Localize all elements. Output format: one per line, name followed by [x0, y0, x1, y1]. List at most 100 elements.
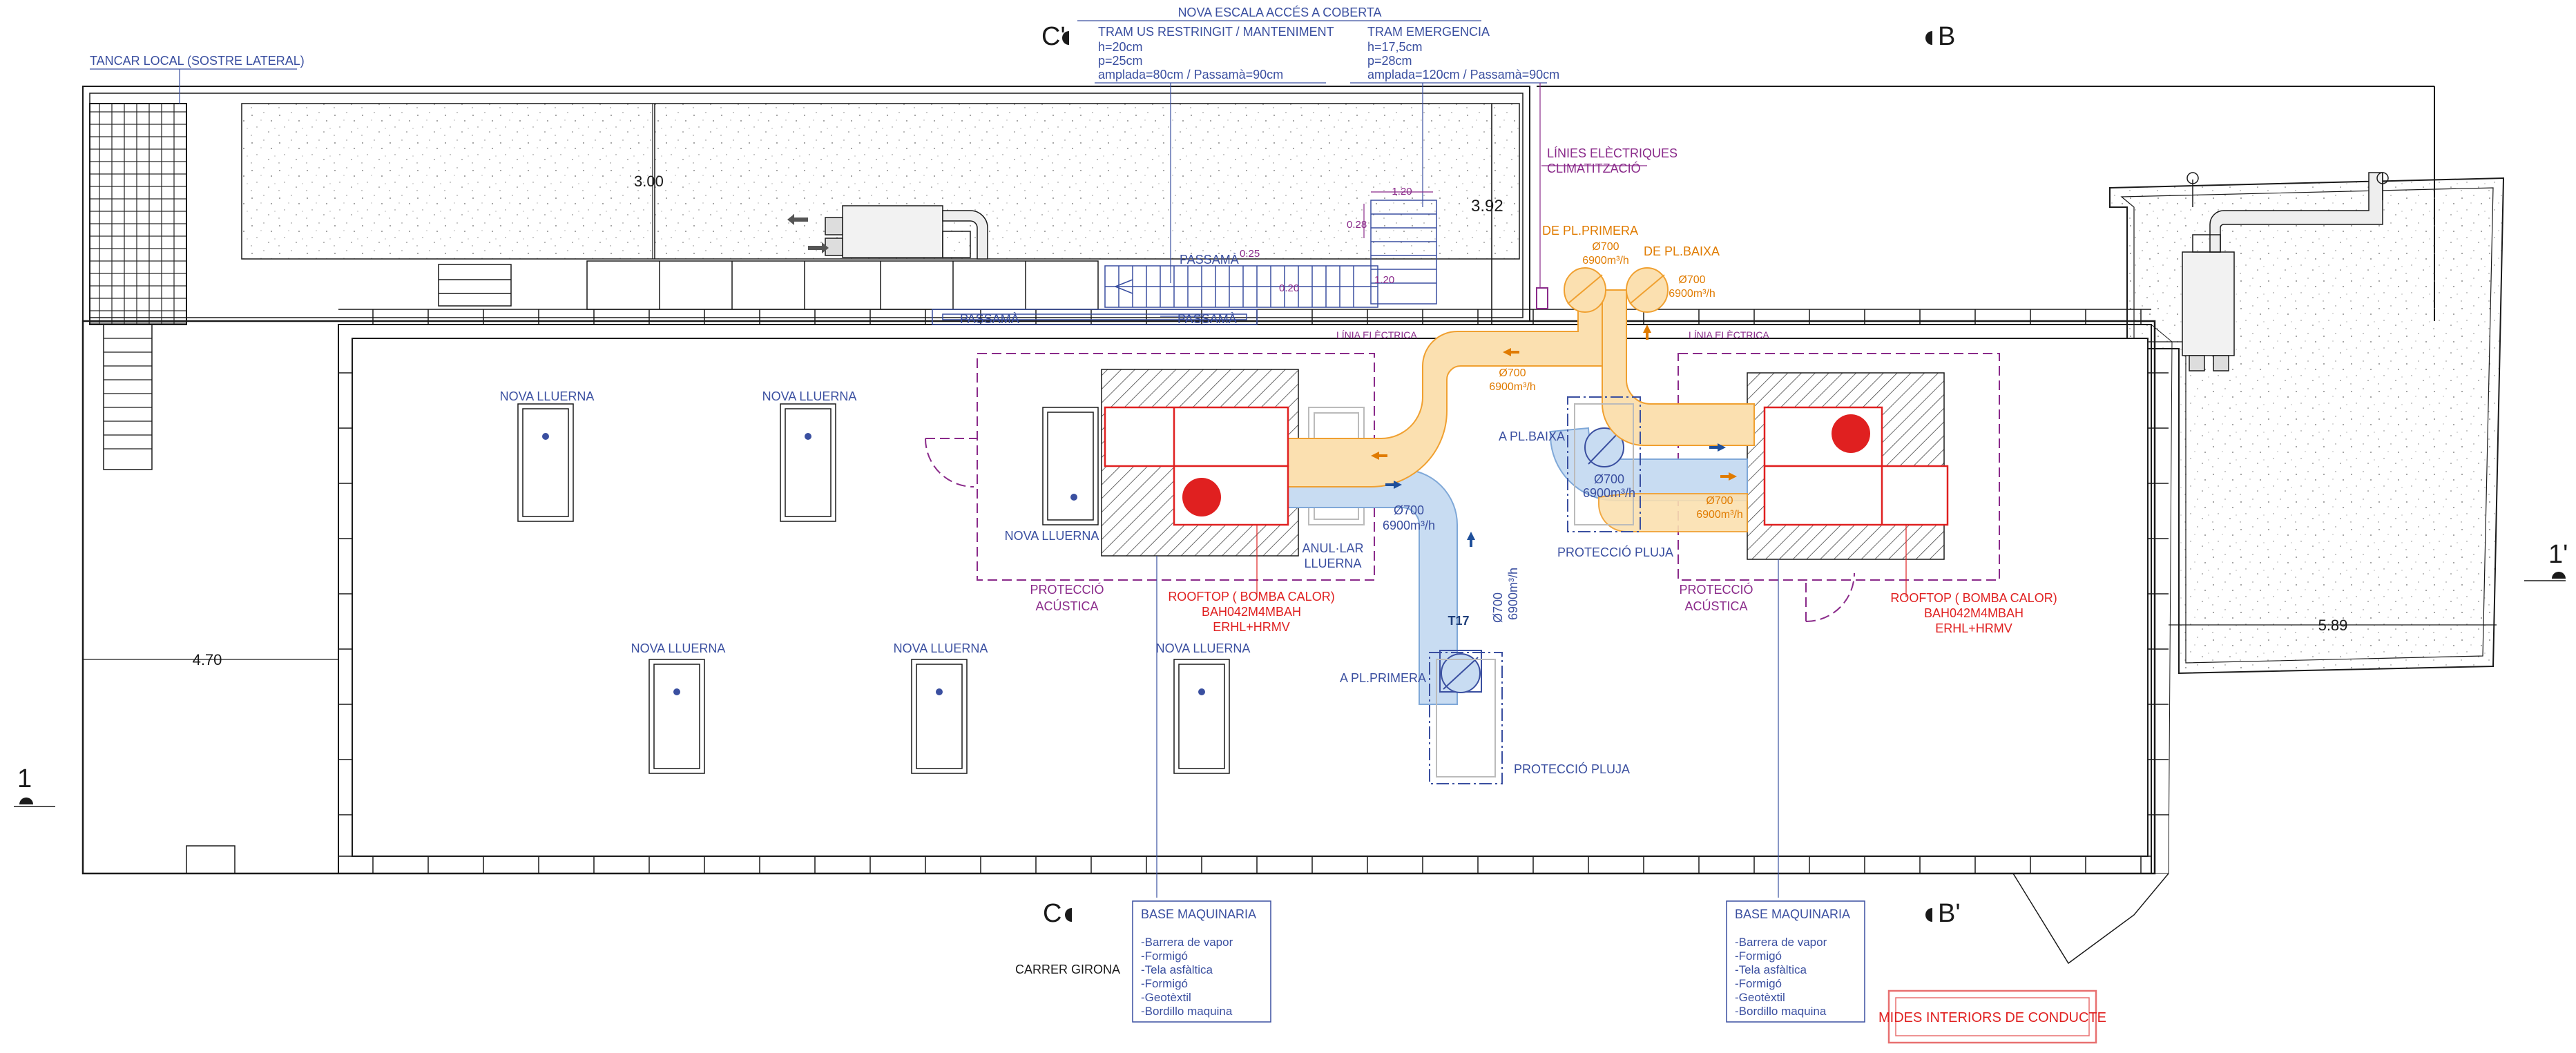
tram2-line1: h=17,5cm	[1367, 40, 1423, 54]
base-item-6b: -Bordillo maquina	[1735, 1005, 1827, 1018]
tram2-line2: p=28cm	[1367, 54, 1412, 68]
upper-roof-zone	[82, 86, 2435, 325]
base-item-5a: -Geotèxtil	[1141, 991, 1191, 1004]
base-item-3b: -Tela asfàltica	[1735, 963, 1807, 976]
rain-protection-frames	[1429, 396, 1641, 784]
tram1-line1: h=20cm	[1098, 40, 1143, 54]
d700-label-blue-2: Ø700	[1594, 472, 1624, 486]
section-b-prime: B'	[1938, 899, 1961, 928]
base-item-6a: -Bordillo maquina	[1141, 1005, 1233, 1018]
acoustic-label-2a: PROTECCIÓ	[1679, 582, 1753, 597]
d700-label-vertical: Ø700	[1491, 592, 1505, 623]
mides-box	[1887, 989, 2097, 1044]
misc-outline	[186, 845, 2169, 965]
carrer-girona-label: CARRER GIRONA	[1015, 963, 1120, 976]
skylight-label-1: NOVA LLUERNA	[500, 389, 595, 403]
dim-020-label: 0.20	[1279, 282, 1299, 294]
section-c-prime: C'	[1041, 22, 1066, 51]
dim-025-label: 0.25	[1240, 248, 1260, 260]
header-title: NOVA ESCALA ACCÉS A COBERTA	[1178, 6, 1381, 19]
d700-label-orange-2: Ø700	[1678, 274, 1705, 286]
a-pl-baixa-label: A PL.BAIXA	[1499, 429, 1565, 443]
base-item-1b: -Barrera de vapor	[1735, 936, 1827, 949]
skylight-label-5: NOVA LLUERNA	[1156, 641, 1251, 655]
section-1: 1	[17, 764, 32, 793]
dim-392-label: 3.92	[1471, 197, 1503, 215]
rooftop-label-1b: BAH042M4MBAH	[1202, 605, 1301, 619]
dim-589-label: 5.89	[2318, 617, 2348, 634]
passama-label-2: PASSAMÀ	[960, 312, 1019, 326]
tancar-local-label: TANCAR LOCAL (SOSTRE LATERAL)	[90, 54, 305, 68]
tram1-line3: amplada=80cm / Passamà=90cm	[1098, 68, 1283, 81]
duct-blue	[1284, 427, 1748, 705]
tram1-title: TRAM US RESTRINGIT / MANTENIMENT	[1098, 25, 1334, 39]
base-maquinaria-boxes	[1132, 900, 1865, 1023]
linia-electrica-label-2: LÍNIA ELÈCTRICA	[1689, 329, 1769, 340]
base-item-5b: -Geotèxtil	[1735, 991, 1785, 1004]
rain-protection-label-2: PROTECCIÓ PLUJA	[1514, 762, 1630, 776]
right-hvac-unit	[2182, 172, 2389, 371]
skylight-label-4: NOVA LLUERNA	[894, 641, 988, 655]
flow-label-vertical: 6900m³/h	[1506, 568, 1520, 620]
t17-label: T17	[1448, 614, 1469, 628]
section-1-prime: 1'	[2548, 540, 2568, 569]
de-pl-primera-label: DE PL.PRIMERA	[1542, 224, 1638, 238]
linies-electriques-label: LÍNIES ELÈCTRIQUES	[1547, 146, 1678, 160]
skylight-label-3: NOVA LLUERNA	[631, 641, 726, 655]
access-staircase	[932, 200, 1437, 325]
dim-470-label: 4.70	[193, 651, 222, 668]
flow-arrows	[1371, 325, 1737, 547]
dimension-lines	[83, 104, 2497, 660]
d700-label-blue-1: Ø700	[1394, 503, 1424, 517]
a-pl-primera-label: A PL.PRIMERA	[1340, 671, 1426, 685]
linia-electrica-label-1: LÍNIA ELÈCTRICA	[1336, 329, 1417, 340]
rain-protection-label-1: PROTECCIÓ PLUJA	[1557, 545, 1673, 559]
section-c: C	[1043, 899, 1061, 928]
tram2-line3: amplada=120cm / Passamà=90cm	[1367, 68, 1559, 81]
d700-label-orange-3: Ø700	[1499, 367, 1526, 379]
tram2-title: TRAM EMERGENCIA	[1367, 25, 1490, 39]
dim-300-label: 3.00	[634, 173, 664, 190]
section-marks	[14, 31, 2566, 922]
rooftop-fans	[1182, 414, 1870, 516]
passama-label-3: PASSAMÀ	[1178, 312, 1237, 326]
dim-028-label: 0.28	[1347, 219, 1367, 231]
skylight-label-6: NOVA LLUERNA	[1005, 529, 1099, 543]
acoustic-label-1b: ACÚSTICA	[1035, 599, 1098, 613]
tram1-line2: p=25cm	[1098, 54, 1143, 68]
skylight-dots	[542, 433, 1205, 695]
de-pl-baixa-label: DE PL.BAIXA	[1644, 244, 1720, 258]
rooftop-label-1a: ROOFTOP ( BOMBA CALOR)	[1168, 590, 1334, 603]
flow-label-orange-3: 6900m³/h	[1489, 381, 1536, 393]
base-maquinaria-title-2: BASE MAQUINARIA	[1735, 907, 1850, 921]
base-item-2b: -Formigó	[1735, 949, 1782, 963]
flow-label-orange-1: 6900m³/h	[1582, 255, 1629, 267]
flow-label-blue-2: 6900m³/h	[1583, 486, 1635, 500]
d700-label-orange-1: Ø700	[1592, 241, 1619, 253]
dim-120-label: 1.20	[1392, 186, 1412, 197]
base-item-1a: -Barrera de vapor	[1141, 936, 1233, 949]
base-item-4a: -Formigó	[1141, 977, 1188, 990]
base-item-3a: -Tela asfàltica	[1141, 963, 1213, 976]
section-b: B	[1938, 22, 1955, 51]
flow-label-orange-2: 6900m³/h	[1669, 288, 1715, 300]
acoustic-label-1a: PROTECCIÓ	[1030, 582, 1104, 597]
electric-riser	[1536, 287, 1548, 309]
left-hvac-unit	[787, 205, 988, 260]
right-roof-zone	[2109, 177, 2505, 675]
skylight-label-2: NOVA LLUERNA	[762, 389, 857, 403]
rooftop-label-2b: BAH042M4MBAH	[1924, 606, 2024, 620]
flow-label-orange-4: 6900m³/h	[1696, 509, 1743, 521]
dim-120b-label: 1.20	[1374, 274, 1394, 286]
anular-label-1: ANUL·LAR	[1302, 541, 1363, 555]
mides-box-inner	[1895, 997, 2090, 1036]
d700-label-orange-4: Ø700	[1706, 495, 1733, 507]
rooftop-label-2a: ROOFTOP ( BOMBA CALOR)	[1890, 591, 2057, 605]
skylights	[517, 403, 1230, 774]
base-maquinaria-title-1: BASE MAQUINARIA	[1141, 907, 1256, 921]
rooftop-label-2c: ERHL+HRMV	[1935, 621, 2012, 635]
acoustic-label-2b: ACÚSTICA	[1684, 599, 1747, 613]
rain-protection-inner	[1436, 403, 1634, 777]
flow-label-blue-1: 6900m³/h	[1383, 519, 1435, 532]
